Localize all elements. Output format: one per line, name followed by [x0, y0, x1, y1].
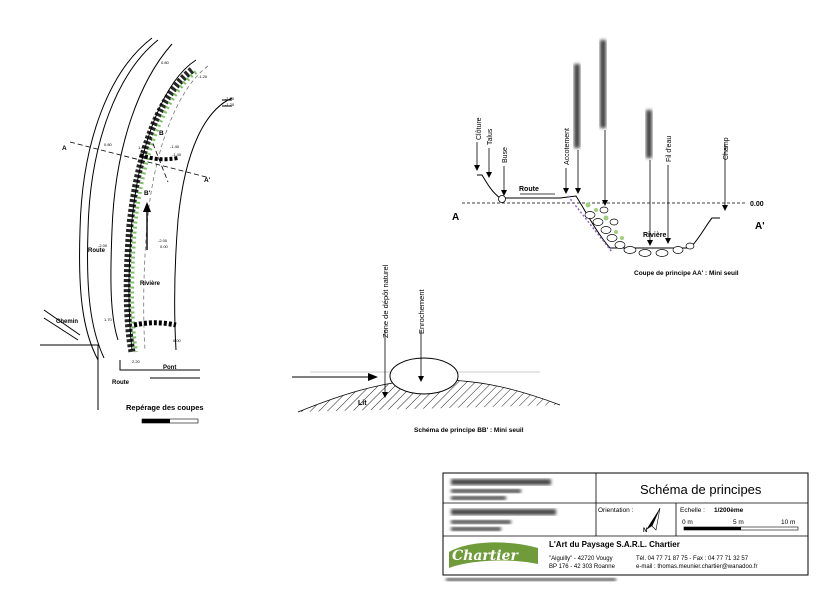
plan-chemin-label: Chemin	[56, 319, 78, 325]
label-fil-eau: Fil d'eau	[666, 136, 673, 162]
title-block-title: Schéma de principes	[640, 482, 762, 497]
boulder-band	[123, 67, 195, 353]
title-block: Schéma de principes Orientation : N Eche…	[442, 472, 809, 581]
elev-3: -1.20	[225, 102, 235, 107]
scale-bar	[683, 526, 799, 531]
plan-section-b-prime: B'	[144, 190, 151, 197]
section-bb-labels: Zone de dépôt naturel Enrochement Lit Sc…	[358, 264, 524, 434]
label-buse: Buse	[502, 147, 509, 163]
address-line-2: BP 176 - 42 303 Roanne	[549, 564, 616, 570]
plan-route-label: Route	[88, 248, 106, 254]
blurred-client-name	[451, 479, 551, 485]
section-aa	[462, 40, 745, 257]
section-aa-level: 0.00	[750, 201, 764, 208]
elev-8: -2.00	[98, 243, 108, 248]
plan-labels: Route Chemin Rivière Pont Route A A' B B…	[56, 60, 235, 424]
label-talus: Talus	[487, 128, 494, 145]
elev-12: 0.00	[173, 338, 182, 343]
scale-tick-1: 5 m	[733, 519, 744, 526]
blurred-project-name	[451, 509, 556, 515]
plan-elevations: 0.80 -1.20 -1.20 -1.20 0.80 -1.40 -1.40 …	[98, 60, 235, 364]
elev-7: 1.40	[138, 145, 147, 150]
section-aa-route: Route	[519, 186, 539, 193]
label-champ: Champ	[723, 137, 730, 160]
label-enrochement: Enrochement	[417, 288, 426, 334]
elev-2: -1.20	[225, 96, 235, 101]
blurred-project-address-1	[451, 520, 511, 524]
plan-view	[40, 37, 233, 410]
plan-section-a-prime: A'	[204, 177, 211, 184]
elev-13: 2.20	[132, 359, 141, 364]
label-zone-depot: Zone de dépôt naturel	[381, 264, 390, 338]
section-aa-riviere: Rivière	[643, 232, 666, 239]
elev-5: -1.40	[170, 144, 180, 149]
plan-scale-bar	[141, 418, 199, 424]
address-line-1: "Aiguilly" - 42720 Vougy	[549, 556, 613, 562]
plan-route-bottom-label: Route	[112, 380, 130, 386]
elev-4: 0.80	[104, 142, 113, 147]
section-aa-right-letter: A'	[755, 221, 765, 232]
elev-10: 1.70	[104, 317, 113, 322]
blurred-label-1	[574, 64, 580, 148]
elev-11: 0.00	[160, 244, 169, 249]
scale-tick-2: 10 m	[781, 519, 795, 526]
elev-6: -1.40	[172, 152, 182, 157]
chartier-logo: Chartier	[449, 542, 538, 568]
section-aa-labels: A A' 0.00 Route Rivière Clôture Talus Bu…	[452, 117, 765, 277]
elev-1: -1.20	[198, 74, 208, 79]
phone-fax: Tél. 04 77 71 87 75 - Fax : 04 77 71 32 …	[636, 556, 749, 562]
label-cloture: Clôture	[476, 117, 483, 140]
scale-value: 1/200ème	[714, 507, 744, 514]
plan-section-a: A	[62, 145, 67, 152]
section-aa-left-letter: A	[452, 212, 459, 223]
scale-label: Echelle :	[680, 507, 705, 514]
elev-9: -2.00	[158, 238, 168, 243]
elev-0: 0.80	[161, 60, 170, 65]
blurred-client-address-1	[451, 489, 521, 493]
plan-section-b: B	[159, 130, 164, 137]
orientation-label: Orientation :	[598, 507, 634, 514]
section-bb-caption: Schéma de principe BB' : Mini seuil	[414, 427, 524, 434]
plan-caption: Repérage des coupes	[126, 403, 204, 412]
email: e-mail : thomas.meunier.chartier@wanadoo…	[636, 564, 757, 570]
north-label: N	[643, 528, 647, 534]
blurred-project-address-2	[451, 527, 501, 531]
blurred-label-2	[600, 40, 606, 128]
plan-pont-label: Pont	[163, 365, 176, 371]
plan-riviere-label: Rivière	[140, 281, 161, 287]
label-accotement: Accotement	[564, 128, 571, 165]
label-lit: Lit	[358, 400, 367, 407]
logo-text: Chartier	[452, 548, 519, 564]
north-arrow-icon	[646, 507, 661, 531]
section-aa-caption: Coupe de principe AA' : Mini seuil	[634, 270, 739, 277]
company-name: L'Art du Paysage S.A.R.L. Chartier	[549, 540, 680, 549]
blurred-client-address-2	[451, 496, 506, 500]
blurred-label-3	[646, 110, 652, 158]
section-bb	[292, 330, 561, 413]
blurred-footnote	[446, 578, 616, 581]
scale-tick-0: 0 m	[682, 519, 693, 526]
